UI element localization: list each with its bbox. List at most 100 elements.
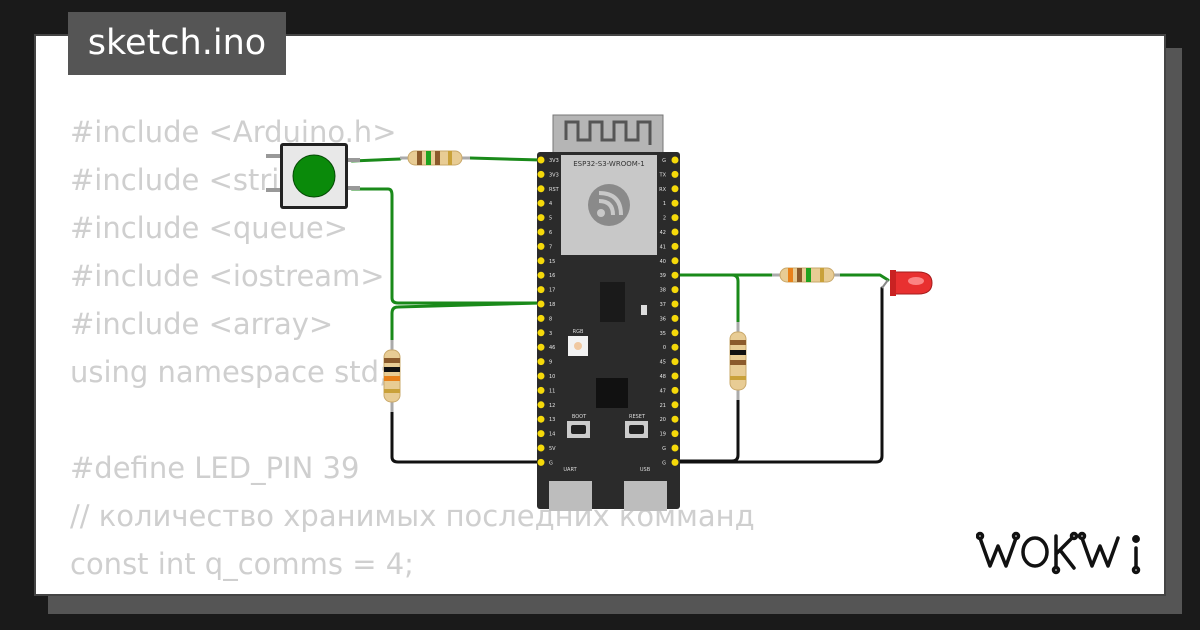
pin-pad-left[interactable] bbox=[537, 430, 545, 438]
pin-label-left: 12 bbox=[549, 403, 555, 409]
uart-label: UART bbox=[563, 467, 577, 473]
pin-label-right: 37 bbox=[660, 302, 666, 308]
file-tab[interactable]: sketch.ino bbox=[68, 12, 286, 75]
power-led bbox=[641, 305, 647, 315]
pin-pad-left[interactable] bbox=[537, 343, 545, 351]
pin-label-left: 11 bbox=[549, 388, 555, 394]
resistor-led[interactable] bbox=[772, 267, 840, 283]
pin-label-left: 16 bbox=[549, 273, 555, 279]
pin-pad-left[interactable] bbox=[537, 386, 545, 394]
chip bbox=[600, 282, 625, 322]
pin-label-left: 13 bbox=[549, 417, 555, 423]
pin-pad-left[interactable] bbox=[537, 401, 545, 409]
push-button[interactable] bbox=[266, 143, 360, 209]
pin-label-right: 40 bbox=[660, 259, 666, 265]
boot-button[interactable] bbox=[567, 421, 590, 438]
pin-pad-left[interactable] bbox=[537, 458, 545, 466]
pin-pad-right[interactable] bbox=[671, 185, 679, 193]
pin-label-right: 39 bbox=[660, 273, 666, 279]
usb-chip bbox=[596, 378, 628, 408]
wire-resistor-to-3v3 bbox=[468, 156, 543, 162]
pin-label-left: 5V bbox=[549, 446, 556, 452]
pin-pad-left[interactable] bbox=[537, 257, 545, 265]
pin-label-left: 3V3 bbox=[549, 158, 559, 164]
pin-pad-right[interactable] bbox=[671, 401, 679, 409]
pin-pad-right[interactable] bbox=[671, 286, 679, 294]
pin-label-right: G bbox=[662, 446, 666, 452]
pin-label-right: 1 bbox=[663, 201, 666, 207]
pin-pad-left[interactable] bbox=[537, 228, 545, 236]
pin-label-left: 17 bbox=[549, 288, 555, 294]
pin-label-left: 3V3 bbox=[549, 172, 559, 178]
pin-label-left: G bbox=[549, 460, 553, 466]
wire-button-to-gpio18 bbox=[350, 187, 543, 305]
pin-pad-left[interactable] bbox=[537, 314, 545, 322]
boot-label: BOOT bbox=[572, 414, 587, 420]
code-line: #define LED_PIN 39 bbox=[70, 451, 360, 485]
code-line: #include <array> bbox=[70, 307, 334, 341]
pin-pad-right[interactable] bbox=[671, 430, 679, 438]
code-line: #include <iostream> bbox=[70, 259, 385, 293]
pin-pad-right[interactable] bbox=[671, 271, 679, 279]
pin-label-left: 6 bbox=[549, 230, 552, 236]
pin-pad-left[interactable] bbox=[537, 372, 545, 380]
wire-resistor-to-gnd bbox=[672, 398, 740, 463]
pin-pad-left[interactable] bbox=[537, 300, 545, 308]
pin-pad-right[interactable] bbox=[671, 242, 679, 250]
resistor-pulldown[interactable] bbox=[383, 340, 401, 412]
pin-label-right: 42 bbox=[660, 230, 666, 236]
pin-pad-left[interactable] bbox=[537, 156, 545, 164]
pin-label-left: 8 bbox=[549, 316, 552, 322]
pin-pad-left[interactable] bbox=[537, 199, 545, 207]
pin-label-left: 5 bbox=[549, 216, 552, 222]
pin-pad-right[interactable] bbox=[671, 156, 679, 164]
pin-label-left: 14 bbox=[549, 432, 555, 438]
pin-pad-right[interactable] bbox=[671, 372, 679, 380]
wire-led-to-gnd bbox=[672, 286, 884, 464]
pin-label-left: 7 bbox=[549, 244, 552, 250]
resistor-gpio39[interactable] bbox=[729, 322, 747, 400]
pin-pad-left[interactable] bbox=[537, 170, 545, 178]
pin-pad-left[interactable] bbox=[537, 185, 545, 193]
pin-pad-right[interactable] bbox=[671, 214, 679, 222]
pin-pad-left[interactable] bbox=[537, 242, 545, 250]
pin-pad-left[interactable] bbox=[537, 329, 545, 337]
pin-pad-right[interactable] bbox=[671, 199, 679, 207]
pin-label-right: 2 bbox=[663, 216, 666, 222]
pin-pad-left[interactable] bbox=[537, 444, 545, 452]
pin-pad-right[interactable] bbox=[671, 343, 679, 351]
pin-pad-right[interactable] bbox=[671, 415, 679, 423]
pin-pad-left[interactable] bbox=[537, 358, 545, 366]
pin-pad-left[interactable] bbox=[537, 415, 545, 423]
pin-pad-right[interactable] bbox=[671, 257, 679, 265]
uart-port[interactable] bbox=[549, 481, 592, 511]
pin-pad-right[interactable] bbox=[671, 170, 679, 178]
pin-label-right: 48 bbox=[660, 374, 666, 380]
code-line: using namespace std; bbox=[70, 355, 389, 389]
pin-pad-left[interactable] bbox=[537, 271, 545, 279]
wire-gpio39-to-resistor bbox=[672, 273, 740, 332]
pin-label-right: RX bbox=[659, 187, 666, 193]
pin-label-right: TX bbox=[659, 172, 667, 178]
pin-pad-left[interactable] bbox=[537, 286, 545, 294]
led-red[interactable] bbox=[881, 270, 933, 296]
pin-pad-right[interactable] bbox=[671, 228, 679, 236]
pin-pad-right[interactable] bbox=[671, 329, 679, 337]
wire-pulldown-to-gnd bbox=[390, 410, 543, 464]
pin-pad-left[interactable] bbox=[537, 214, 545, 222]
code-line: const int q_comms = 4; bbox=[70, 547, 414, 581]
pin-pad-right[interactable] bbox=[671, 358, 679, 366]
pin-pad-right[interactable] bbox=[671, 300, 679, 308]
pin-pad-right[interactable] bbox=[671, 314, 679, 322]
pin-pad-right[interactable] bbox=[671, 386, 679, 394]
pin-label-right: 38 bbox=[660, 288, 666, 294]
pin-pad-right[interactable] bbox=[671, 458, 679, 466]
pin-pad-right[interactable] bbox=[671, 444, 679, 452]
esp32-board[interactable]: ESP32-S3-WROOM-1 RGB BOOT RESET UART USB… bbox=[537, 114, 680, 511]
reset-button[interactable] bbox=[625, 421, 648, 438]
pin-label-right: 36 bbox=[660, 316, 666, 322]
pin-label-left: 15 bbox=[549, 259, 555, 265]
usb-port[interactable] bbox=[624, 481, 667, 511]
resistor-pullup[interactable] bbox=[400, 150, 470, 166]
